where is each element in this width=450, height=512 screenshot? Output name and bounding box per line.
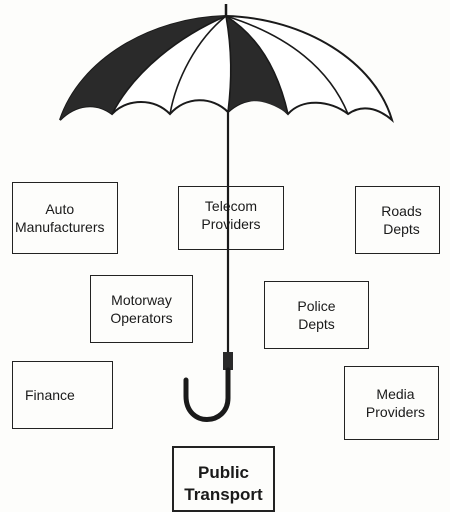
roads-depts-box: Roads Depts <box>355 186 440 254</box>
public-transport-box: Public Transport <box>172 446 275 512</box>
umbrella-collar <box>223 352 233 370</box>
auto-manufacturers-box: Auto Manufacturers <box>12 182 118 254</box>
motorway-operators-box: Motorway Operators <box>90 275 193 343</box>
umbrella-handle <box>183 367 231 422</box>
umbrella-panel-dark-left <box>60 16 226 120</box>
police-depts-box: Police Depts <box>264 281 369 349</box>
telecom-providers-box: Telecom Providers <box>178 186 284 250</box>
umbrella-panel-dark-center <box>226 16 288 114</box>
media-providers-box: Media Providers <box>344 366 439 440</box>
finance-box: Finance <box>12 361 113 429</box>
